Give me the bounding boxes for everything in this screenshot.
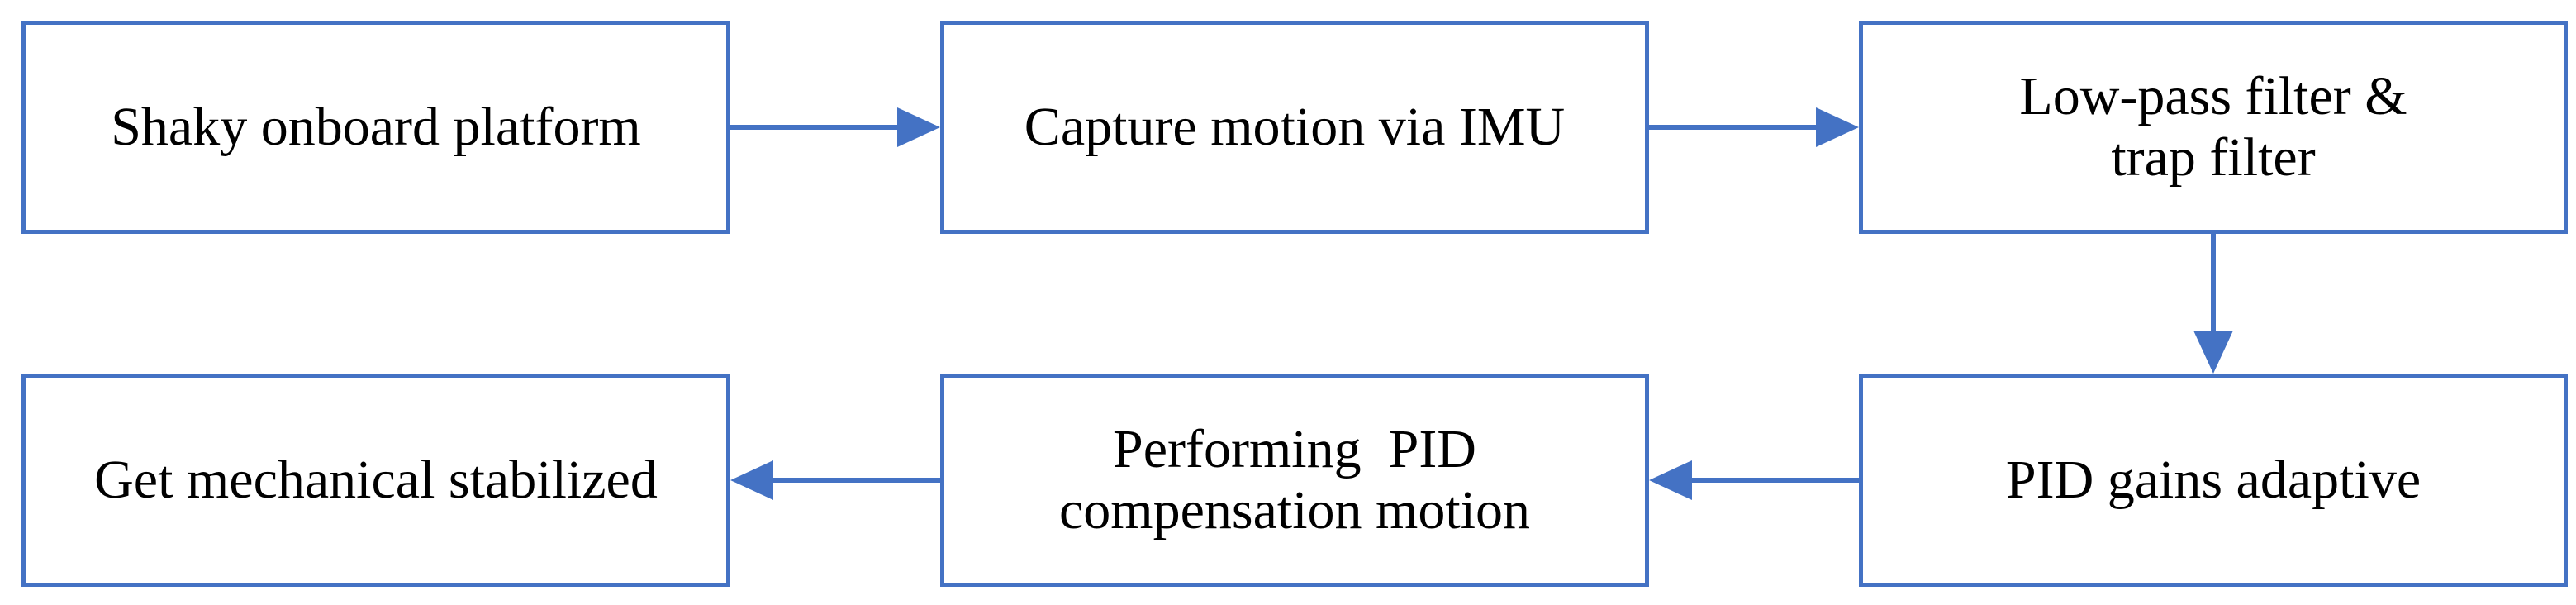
node-label: Shaky onboard platform bbox=[111, 97, 641, 158]
node-label: Capture motion via IMU bbox=[1024, 97, 1566, 158]
node-get-mechanical-stabilized: Get mechanical stabilized bbox=[21, 374, 730, 587]
node-label: PID gains adaptive bbox=[2005, 450, 2422, 511]
arrow-compensation-to-stabilized bbox=[730, 460, 940, 500]
node-label: Low-pass filter & trap filter bbox=[2019, 66, 2407, 188]
node-pid-compensation-motion: Performing PID compensation motion bbox=[940, 374, 1649, 587]
node-label: Performing PID compensation motion bbox=[1058, 419, 1531, 541]
node-capture-motion-via-imu: Capture motion via IMU bbox=[940, 21, 1649, 234]
node-shaky-onboard-platform: Shaky onboard platform bbox=[21, 21, 730, 234]
arrow-filters-to-pid-gains bbox=[2193, 234, 2233, 374]
node-label: Get mechanical stabilized bbox=[94, 450, 658, 511]
arrow-pid-gains-to-compensation bbox=[1649, 460, 1859, 500]
node-low-pass-and-trap-filter: Low-pass filter & trap filter bbox=[1859, 21, 2568, 234]
arrow-capture-to-filters bbox=[1649, 107, 1859, 147]
arrow-platform-to-capture bbox=[730, 107, 940, 147]
node-pid-gains-adaptive: PID gains adaptive bbox=[1859, 374, 2568, 587]
